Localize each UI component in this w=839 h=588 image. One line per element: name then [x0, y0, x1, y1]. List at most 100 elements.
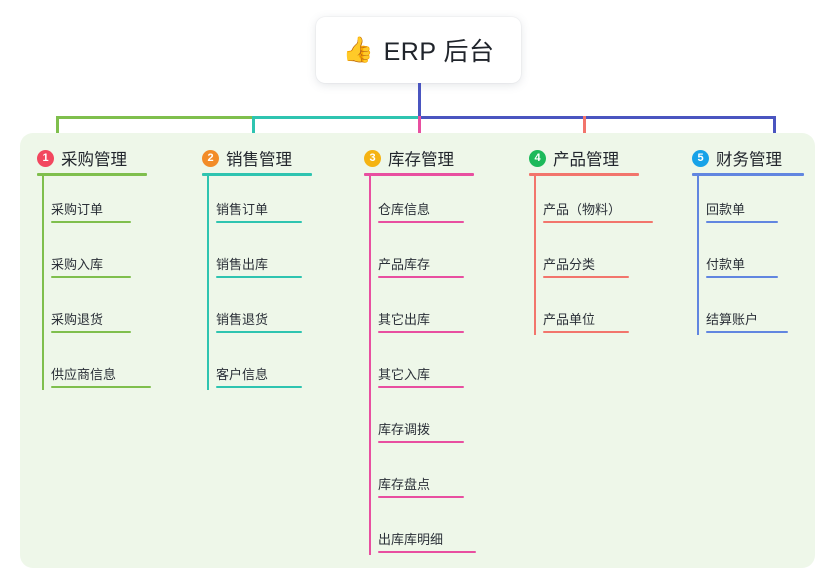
branch-item[interactable]: 销售出库	[216, 252, 302, 278]
branch-item-label: 仓库信息	[378, 202, 431, 217]
branch-item-rule	[216, 386, 302, 388]
branch-spine	[42, 175, 44, 390]
branch-item-rule	[51, 276, 131, 278]
branch-item[interactable]: 销售订单	[216, 197, 302, 223]
branch-item-label: 产品（物料）	[543, 202, 622, 217]
branch-number-badge: 5	[692, 149, 709, 167]
connector-bus-segment-3	[419, 115, 776, 119]
branch-item-label: 采购退货	[51, 312, 104, 327]
branch-item[interactable]: 库存盘点	[378, 472, 464, 498]
branch-header-2[interactable]: 2 销售管理	[202, 146, 292, 170]
branch-item-rule	[378, 386, 464, 388]
branch-item[interactable]: 结算账户	[706, 307, 788, 333]
branch-item-label: 销售出库	[216, 257, 269, 272]
branch-item[interactable]: 采购入库	[51, 252, 131, 278]
connector-trunk	[417, 83, 421, 120]
branch-item[interactable]: 销售退货	[216, 307, 302, 333]
branch-item[interactable]: 产品分类	[543, 252, 629, 278]
branch-item-label: 其它入库	[378, 367, 431, 382]
thumbs-up-icon: 👍	[342, 35, 374, 64]
branch-item[interactable]: 产品库存	[378, 252, 464, 278]
branch-column-3: 3 库存管理仓库信息产品库存其它出库其它入库库存调拨库存盘点出库库明细	[364, 133, 494, 568]
branch-title: 采购管理	[61, 151, 127, 169]
branch-number-badge: 1	[37, 149, 54, 167]
branch-item-label: 出库库明细	[378, 532, 444, 547]
branch-item-rule	[706, 276, 778, 278]
connector-bus-segment-2	[253, 115, 421, 119]
mindmap-panel: 1 采购管理采购订单采购入库采购退货供应商信息 2 销售管理销售订单销售出库销售退货客…	[20, 133, 815, 568]
branch-item-rule	[378, 441, 464, 443]
branch-item-rule	[378, 551, 476, 553]
branch-column-4: 4 产品管理产品（物料） 产品分类产品单位	[529, 133, 659, 568]
branch-column-5: 5 财务管理回款单付款单结算账户	[692, 133, 824, 568]
branch-item-rule	[51, 386, 151, 388]
branch-item-label: 库存调拨	[378, 422, 431, 437]
branch-item[interactable]: 付款单	[706, 252, 778, 278]
branch-item-label: 产品库存	[378, 257, 431, 272]
branch-number-badge: 3	[364, 149, 381, 167]
branch-number-badge: 2	[202, 149, 219, 167]
branch-title: 产品管理	[553, 151, 619, 169]
branch-item-rule	[51, 221, 131, 223]
branch-item[interactable]: 出库库明细	[378, 527, 476, 553]
connector-bus-segment-1	[57, 115, 255, 119]
branch-item[interactable]: 供应商信息	[51, 362, 151, 388]
branch-header-rule	[529, 173, 639, 176]
branch-header-rule	[364, 173, 474, 176]
branch-item-rule	[378, 221, 464, 223]
branch-item-rule	[543, 221, 653, 223]
branch-item-label: 采购订单	[51, 202, 104, 217]
branch-item-label: 产品分类	[543, 257, 596, 272]
branch-item-rule	[543, 331, 629, 333]
branch-item-rule	[706, 331, 788, 333]
root-node-erp-backend[interactable]: 👍 ERP 后台	[316, 17, 521, 83]
branch-header-1[interactable]: 1 采购管理	[37, 146, 127, 170]
branch-item-rule	[378, 276, 464, 278]
branch-header-3[interactable]: 3 库存管理	[364, 146, 454, 170]
branch-item-label: 结算账户	[706, 312, 759, 327]
branch-item-label: 供应商信息	[51, 367, 117, 382]
branch-item-label: 销售订单	[216, 202, 269, 217]
branch-item-label: 产品单位	[543, 312, 596, 327]
root-node-label: ERP 后台	[383, 38, 495, 66]
branch-item-rule	[216, 276, 302, 278]
branch-header-rule	[37, 173, 147, 176]
branch-item-label: 库存盘点	[378, 477, 431, 492]
branch-title: 财务管理	[716, 151, 782, 169]
branch-item-rule	[706, 221, 778, 223]
branch-item[interactable]: 库存调拨	[378, 417, 464, 443]
branch-column-2: 2 销售管理销售订单销售出库销售退货客户信息	[202, 133, 332, 568]
branch-spine	[534, 175, 536, 335]
branch-item-rule	[216, 221, 302, 223]
branch-spine	[369, 175, 371, 555]
branch-spine	[207, 175, 209, 390]
branch-item[interactable]: 其它出库	[378, 307, 464, 333]
branch-item-label: 采购入库	[51, 257, 104, 272]
branch-spine	[697, 175, 699, 335]
branch-header-rule	[692, 173, 804, 176]
branch-item-label: 客户信息	[216, 367, 269, 382]
branch-item-label: 销售退货	[216, 312, 269, 327]
branch-item-label: 付款单	[706, 257, 746, 272]
branch-header-4[interactable]: 4 产品管理	[529, 146, 619, 170]
branch-item-rule	[543, 276, 629, 278]
branch-title: 库存管理	[388, 151, 454, 169]
branch-item[interactable]: 客户信息	[216, 362, 302, 388]
branch-item[interactable]: 采购退货	[51, 307, 131, 333]
branch-item-rule	[51, 331, 131, 333]
branch-item[interactable]: 采购订单	[51, 197, 131, 223]
branch-title: 销售管理	[226, 151, 292, 169]
branch-item[interactable]: 产品（物料）	[543, 197, 653, 223]
branch-item[interactable]: 仓库信息	[378, 197, 464, 223]
branch-header-5[interactable]: 5 财务管理	[692, 146, 782, 170]
branch-item[interactable]: 产品单位	[543, 307, 629, 333]
branch-item[interactable]: 回款单	[706, 197, 778, 223]
branch-item[interactable]: 其它入库	[378, 362, 464, 388]
branch-number-badge: 4	[529, 149, 546, 167]
branch-item-rule	[216, 331, 302, 333]
branch-item-label: 回款单	[706, 202, 746, 217]
branch-item-label: 其它出库	[378, 312, 431, 327]
branch-column-1: 1 采购管理采购订单采购入库采购退货供应商信息	[37, 133, 167, 568]
branch-header-rule	[202, 173, 312, 176]
